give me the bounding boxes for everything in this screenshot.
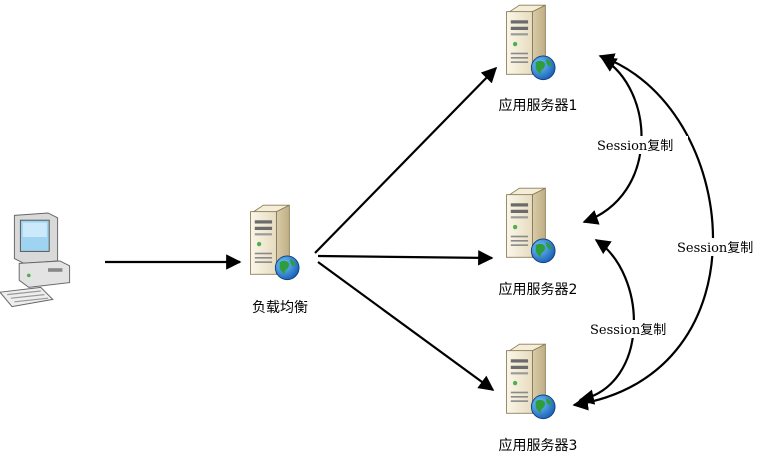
app3-server-icon: [505, 343, 556, 420]
sync23-label: Session复制: [590, 323, 666, 338]
sync12-label: Session复制: [597, 139, 673, 154]
app-server-1-node: 应用服务器1: [499, 4, 578, 114]
load-balancer-node: 负载均衡: [249, 204, 308, 316]
app2-server-icon: [505, 187, 556, 264]
sync-app1-app3-curve: [572, 53, 714, 411]
sync13-label: Session复制: [677, 241, 753, 256]
app-server-2-node: 应用服务器2: [499, 187, 578, 298]
app1-server-icon: [505, 4, 556, 81]
sync13-label-group: Session复制: [676, 238, 765, 256]
sync23-label-group: Session复制: [589, 320, 681, 338]
lb-label: 负载均衡: [252, 300, 308, 316]
lb-to-app1-arrow: [314, 66, 498, 254]
sync12-label-group: Session复制: [596, 136, 688, 154]
lb-to-app2-arrow: [317, 250, 494, 266]
app-server-3-node: 应用服务器3: [499, 343, 578, 454]
computer-icon: [0, 212, 71, 308]
lb-to-app3-arrow: [317, 261, 495, 391]
app1-label: 应用服务器1: [499, 97, 578, 114]
client-computer: [0, 212, 71, 308]
lb-server-icon: [249, 204, 300, 281]
app3-label: 应用服务器3: [499, 437, 578, 454]
app2-label: 应用服务器2: [499, 281, 578, 298]
connectors: [105, 53, 714, 411]
